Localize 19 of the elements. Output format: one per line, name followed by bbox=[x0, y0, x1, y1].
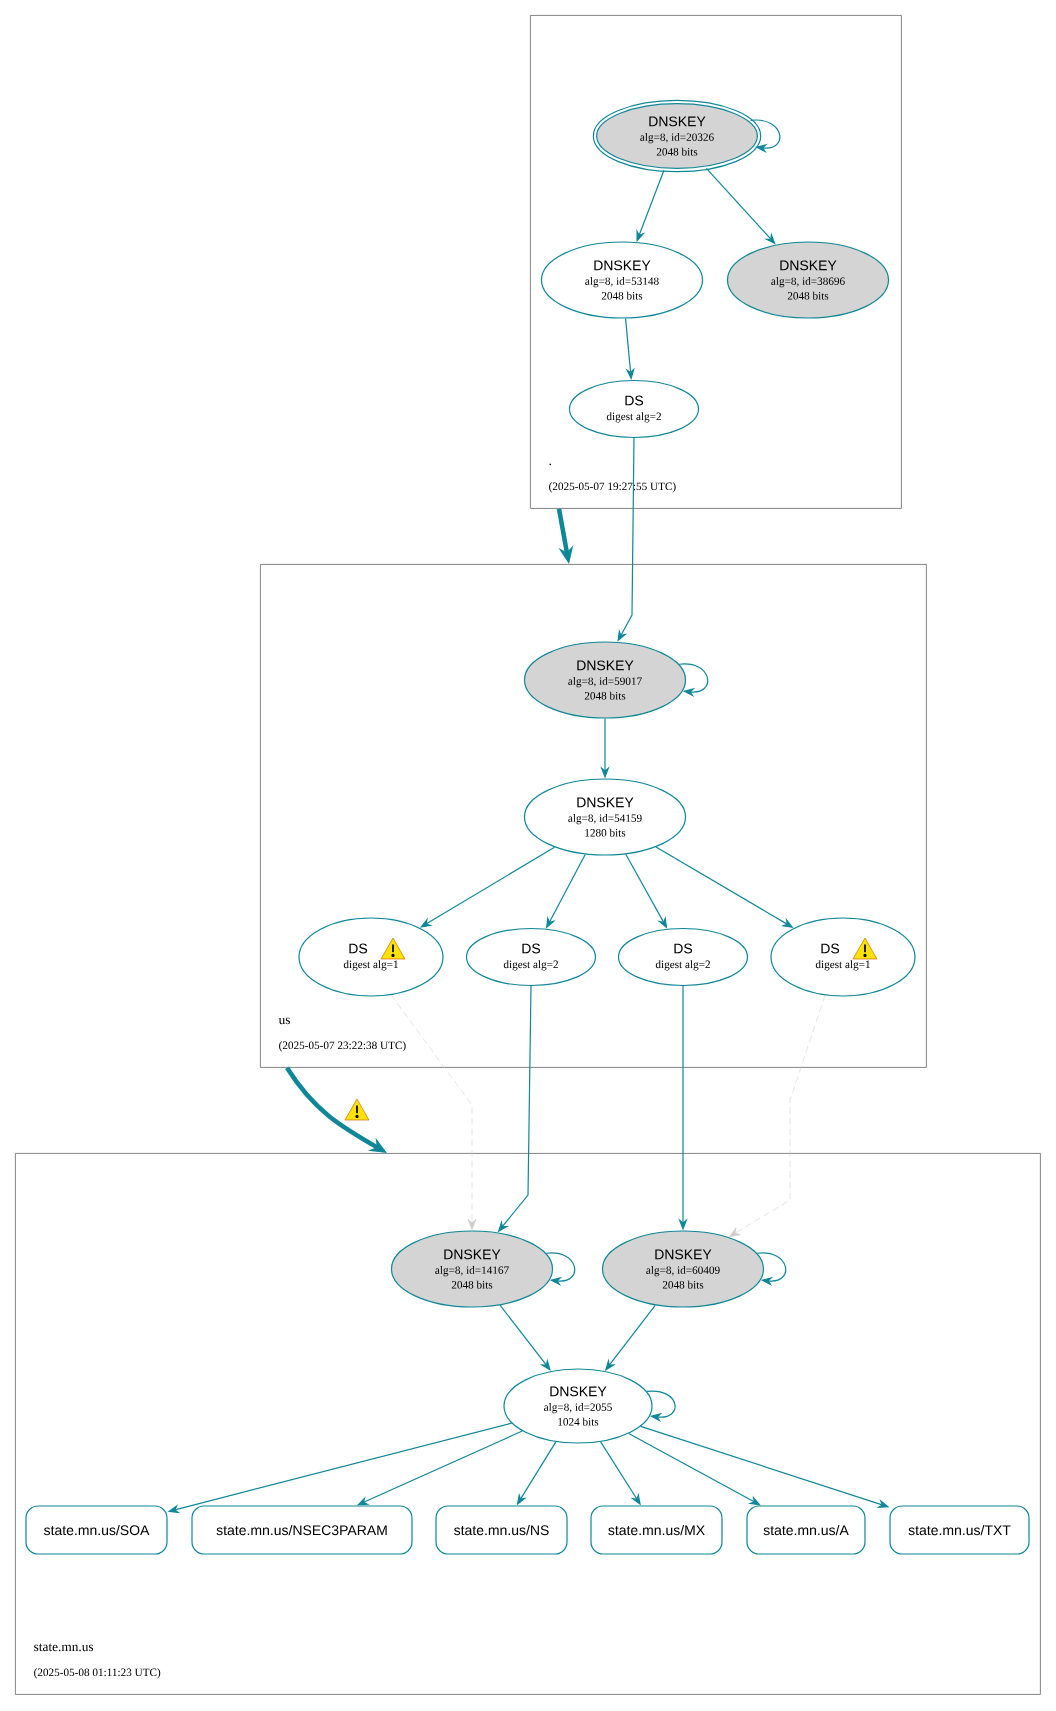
record-box: state.mn.us/MX bbox=[590, 1505, 723, 1555]
zone-name: us bbox=[278, 1017, 290, 1025]
arrow bbox=[646, 1390, 676, 1423]
record-box: state.mn.us/NSEC3PARAM bbox=[191, 1505, 413, 1555]
arrow bbox=[678, 663, 709, 698]
record-box: state.mn.us/NS bbox=[435, 1505, 568, 1555]
arrow bbox=[728, 995, 826, 1237]
record-box: state.mn.us/A bbox=[746, 1505, 866, 1555]
arrow bbox=[545, 1252, 576, 1287]
record-box: state.mn.us/TXT bbox=[889, 1505, 1030, 1555]
arrow bbox=[499, 1304, 551, 1371]
arrow bbox=[390, 994, 477, 1230]
timestamp: (2025-05-07 23:22:38 UTC) bbox=[277, 1039, 408, 1053]
record-box: state.mn.us/SOA bbox=[25, 1505, 168, 1555]
timestamp: (2025-05-08 01:11:23 UTC) bbox=[32, 1666, 163, 1680]
arrow bbox=[750, 119, 781, 154]
arrow bbox=[756, 1252, 787, 1287]
zone-name: state.mn.us bbox=[34, 1643, 94, 1652]
zone-name: . bbox=[549, 463, 552, 466]
